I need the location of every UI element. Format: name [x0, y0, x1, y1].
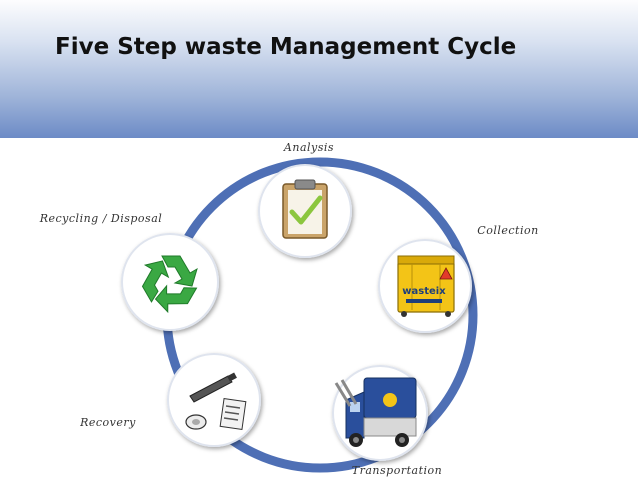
waste-cycle-diagram: wasteix [39, 141, 538, 477]
garbage-truck-icon [334, 377, 417, 447]
stage-recycling-disposal [121, 233, 219, 331]
stage-analysis [258, 164, 352, 258]
stage-collection: wasteix [378, 239, 472, 333]
stage-label-analysis: Analysis [283, 141, 334, 154]
stage-label-recycling-disposal: Recycling / Disposal [39, 212, 163, 225]
recyclables-icon [185, 372, 247, 430]
stage-label-collection: Collection [477, 224, 538, 237]
recycle-icon [133, 255, 198, 319]
stage-label-recovery: Recovery [79, 416, 136, 429]
title-banner: Five Step waste Management Cycle [0, 0, 638, 138]
clipboard-check-icon [282, 179, 328, 239]
waste-bin-icon: wasteix [397, 255, 455, 317]
stage-recovery [167, 353, 261, 447]
stage-transportation [332, 365, 428, 461]
stage-label-transportation: Transportation [352, 464, 442, 477]
bin-brand-text: wasteix [402, 286, 446, 297]
slide-title: Five Step waste Management Cycle [55, 34, 517, 60]
